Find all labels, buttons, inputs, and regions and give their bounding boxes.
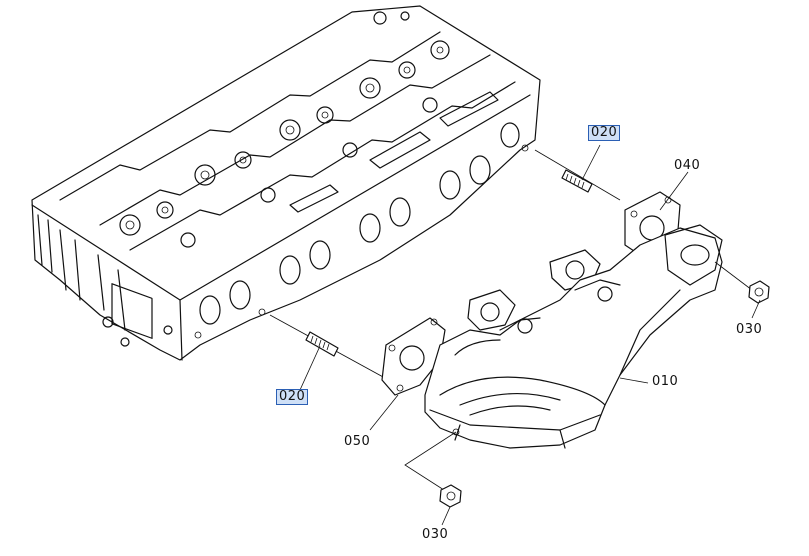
gasket-middle-a [467, 289, 516, 331]
gasket-050 [381, 317, 446, 396]
stud-upper [561, 169, 593, 193]
part-number-020-upper[interactable]: 020 [588, 125, 621, 141]
part-number-030-right[interactable]: 030 [736, 322, 763, 337]
stud-upper-leader [534, 149, 621, 201]
nut-bottom [439, 484, 462, 508]
part-number-020-lower[interactable]: 020 [276, 389, 309, 405]
part-number-050[interactable]: 050 [344, 434, 371, 449]
stud-lower [305, 331, 339, 357]
cylinder-head [31, 5, 541, 361]
part-number-010[interactable]: 010 [652, 374, 679, 389]
part-number-040[interactable]: 040 [674, 158, 701, 173]
exhaust-manifold [424, 224, 723, 449]
part-number-030-bottom[interactable]: 030 [422, 527, 449, 542]
nut-right [748, 280, 770, 304]
